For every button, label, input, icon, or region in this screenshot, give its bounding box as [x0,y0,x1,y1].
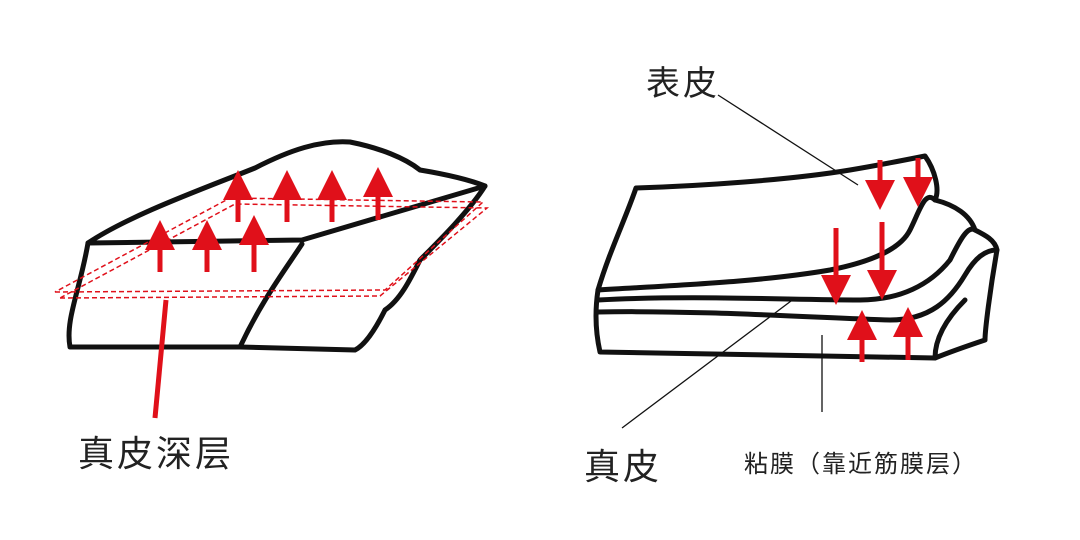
label-dermis: 真皮 [584,447,663,488]
label-mucosa: 粘膜（靠近筋膜层） [744,450,978,478]
deep-dermis-pointer [152,299,169,419]
label-deep-dermis: 真皮深层 [78,434,235,475]
right-skin-block [593,153,1000,361]
leader-lines [621,94,859,429]
left-up-arrows [145,167,393,272]
cutting-plane [54,197,490,299]
label-epidermis: 表皮 [646,64,720,104]
right-arrows [821,158,933,362]
left-skin-block [66,139,488,353]
